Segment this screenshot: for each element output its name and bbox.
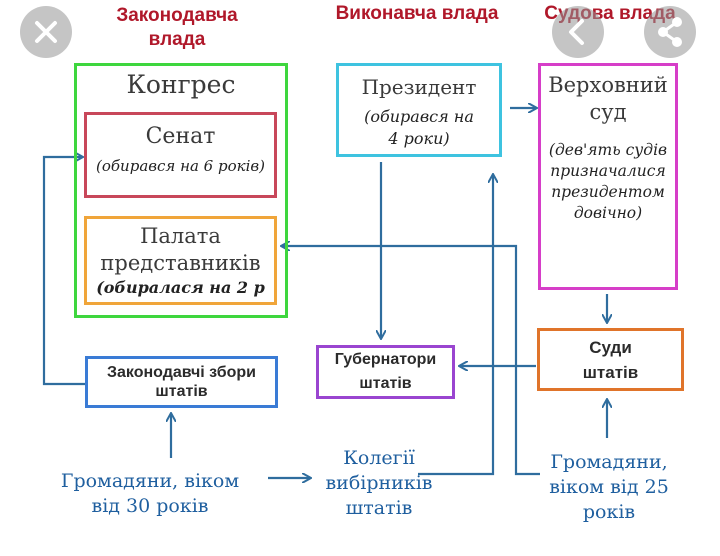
arrow-legislatures-to-senate <box>42 157 86 386</box>
house-title: Палата представників <box>100 224 261 275</box>
congress-title: Конгрес <box>126 70 236 99</box>
president-note: (обирався на 4 роки) <box>364 107 474 148</box>
citizens-25-label: Громадяни, віком від 25 років <box>549 451 669 523</box>
supreme-court-note: (дев'ять судів призначалися президентом … <box>548 141 668 222</box>
senate-box: Сенат (обирався на 6 років) <box>84 112 277 198</box>
president-title: Президент <box>361 75 477 99</box>
share-button[interactable] <box>644 6 696 58</box>
house-note: (обиралася на 2 р <box>96 278 265 297</box>
arrow-citizens25-to-house <box>282 246 540 476</box>
supreme-court-title: Верховний суд <box>548 73 668 124</box>
back-button[interactable] <box>552 6 604 58</box>
back-icon <box>569 19 584 45</box>
citizens-30-label: Громадяни, віком від 30 років <box>60 470 240 517</box>
close-icon <box>35 21 57 43</box>
state-legislatures-box: Законодавчі збори штатів <box>85 356 278 408</box>
supreme-court-box: Верховний суд (дев'ять судів призначалис… <box>538 63 678 290</box>
electors-label: Колегії вибірників штатів <box>325 447 433 519</box>
header-legislative: Законодавча влада <box>116 5 238 50</box>
header-executive: Виконавча влада <box>335 3 499 24</box>
senate-note: (обирався на 6 років) <box>96 157 265 175</box>
governors-title: Губернатори штатів <box>334 351 437 392</box>
congress-box <box>74 63 288 318</box>
senate-title: Сенат <box>145 124 216 149</box>
president-box: Президент (обирався на 4 роки) <box>336 63 502 157</box>
close-button[interactable] <box>20 6 72 58</box>
state-courts-title: Суди штатів <box>582 337 639 382</box>
arrow-electors-to-president <box>418 175 493 476</box>
state-courts-box: Суди штатів <box>537 328 684 391</box>
house-box: Палата представників (обиралася на 2 р <box>84 216 277 305</box>
share-icon <box>658 17 682 47</box>
governors-box: Губернатори штатів <box>316 345 455 399</box>
state-legislatures-title: Законодавчі збори штатів <box>107 364 256 400</box>
